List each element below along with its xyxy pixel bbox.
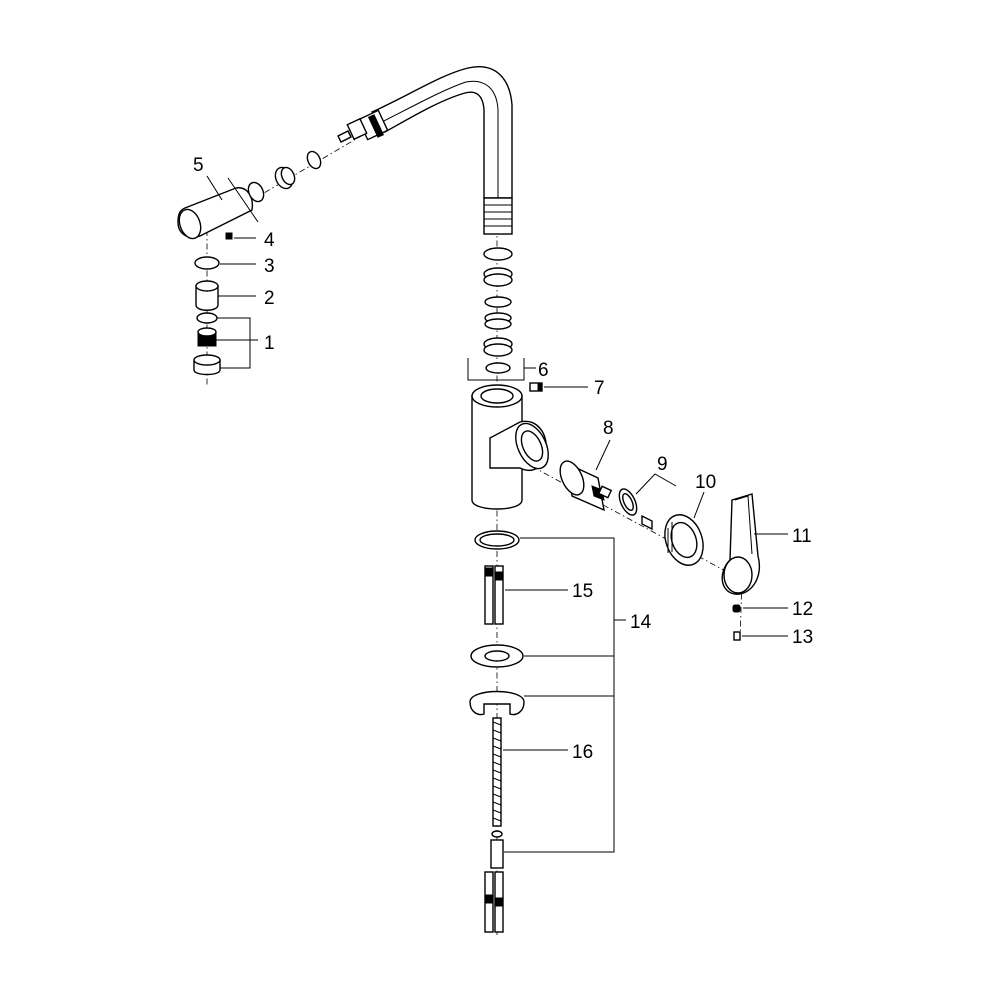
fixing-washer: [470, 644, 524, 668]
callout-3: 3: [264, 256, 275, 277]
spout-thread-end: [483, 197, 513, 235]
horseshoe-washer: [469, 690, 525, 716]
screws-12-13: [732, 604, 741, 641]
supply-hoses-15: [484, 565, 504, 625]
lever-11: [721, 493, 761, 595]
callout-7: 7: [594, 378, 605, 399]
outlet-small-parts: [247, 150, 322, 203]
nut-10: [664, 514, 704, 566]
callout-9: 9: [657, 454, 668, 475]
callout-15: 15: [572, 581, 593, 602]
callout-8: 8: [603, 418, 614, 439]
callout-14: 14: [630, 612, 652, 633]
callout-16: 16: [572, 742, 593, 763]
bottom-fittings: [484, 830, 504, 933]
cartridge-8: [559, 460, 613, 512]
ring-clip-9: [618, 488, 653, 531]
spout-tube: [370, 66, 513, 199]
leader-lines: [206, 175, 788, 853]
mixer-body: [471, 384, 549, 510]
callout-1: 1: [264, 333, 275, 354]
base-ring-top: [474, 530, 520, 550]
callout-2: 2: [264, 288, 275, 309]
callout-5: 5: [193, 155, 204, 176]
callout-10: 10: [695, 472, 716, 493]
callout-labels: 1 2 3 4 5 6 7 8 9 10 11 12 13 14 15 16: [193, 155, 813, 763]
callout-6: 6: [538, 360, 549, 381]
bracket-6: [467, 358, 536, 381]
threaded-rod-16: [492, 717, 502, 827]
callout-13: 13: [792, 627, 813, 648]
spout-seals: [483, 247, 513, 374]
aerator-stack: [193, 232, 233, 376]
outlet-spout-head: [177, 177, 259, 240]
center-axes: [206, 121, 743, 935]
spout-connector: [337, 109, 389, 143]
callout-11: 11: [792, 526, 812, 547]
set-screw-7: [529, 382, 543, 392]
callout-4: 4: [264, 230, 275, 251]
callout-12: 12: [792, 599, 813, 620]
